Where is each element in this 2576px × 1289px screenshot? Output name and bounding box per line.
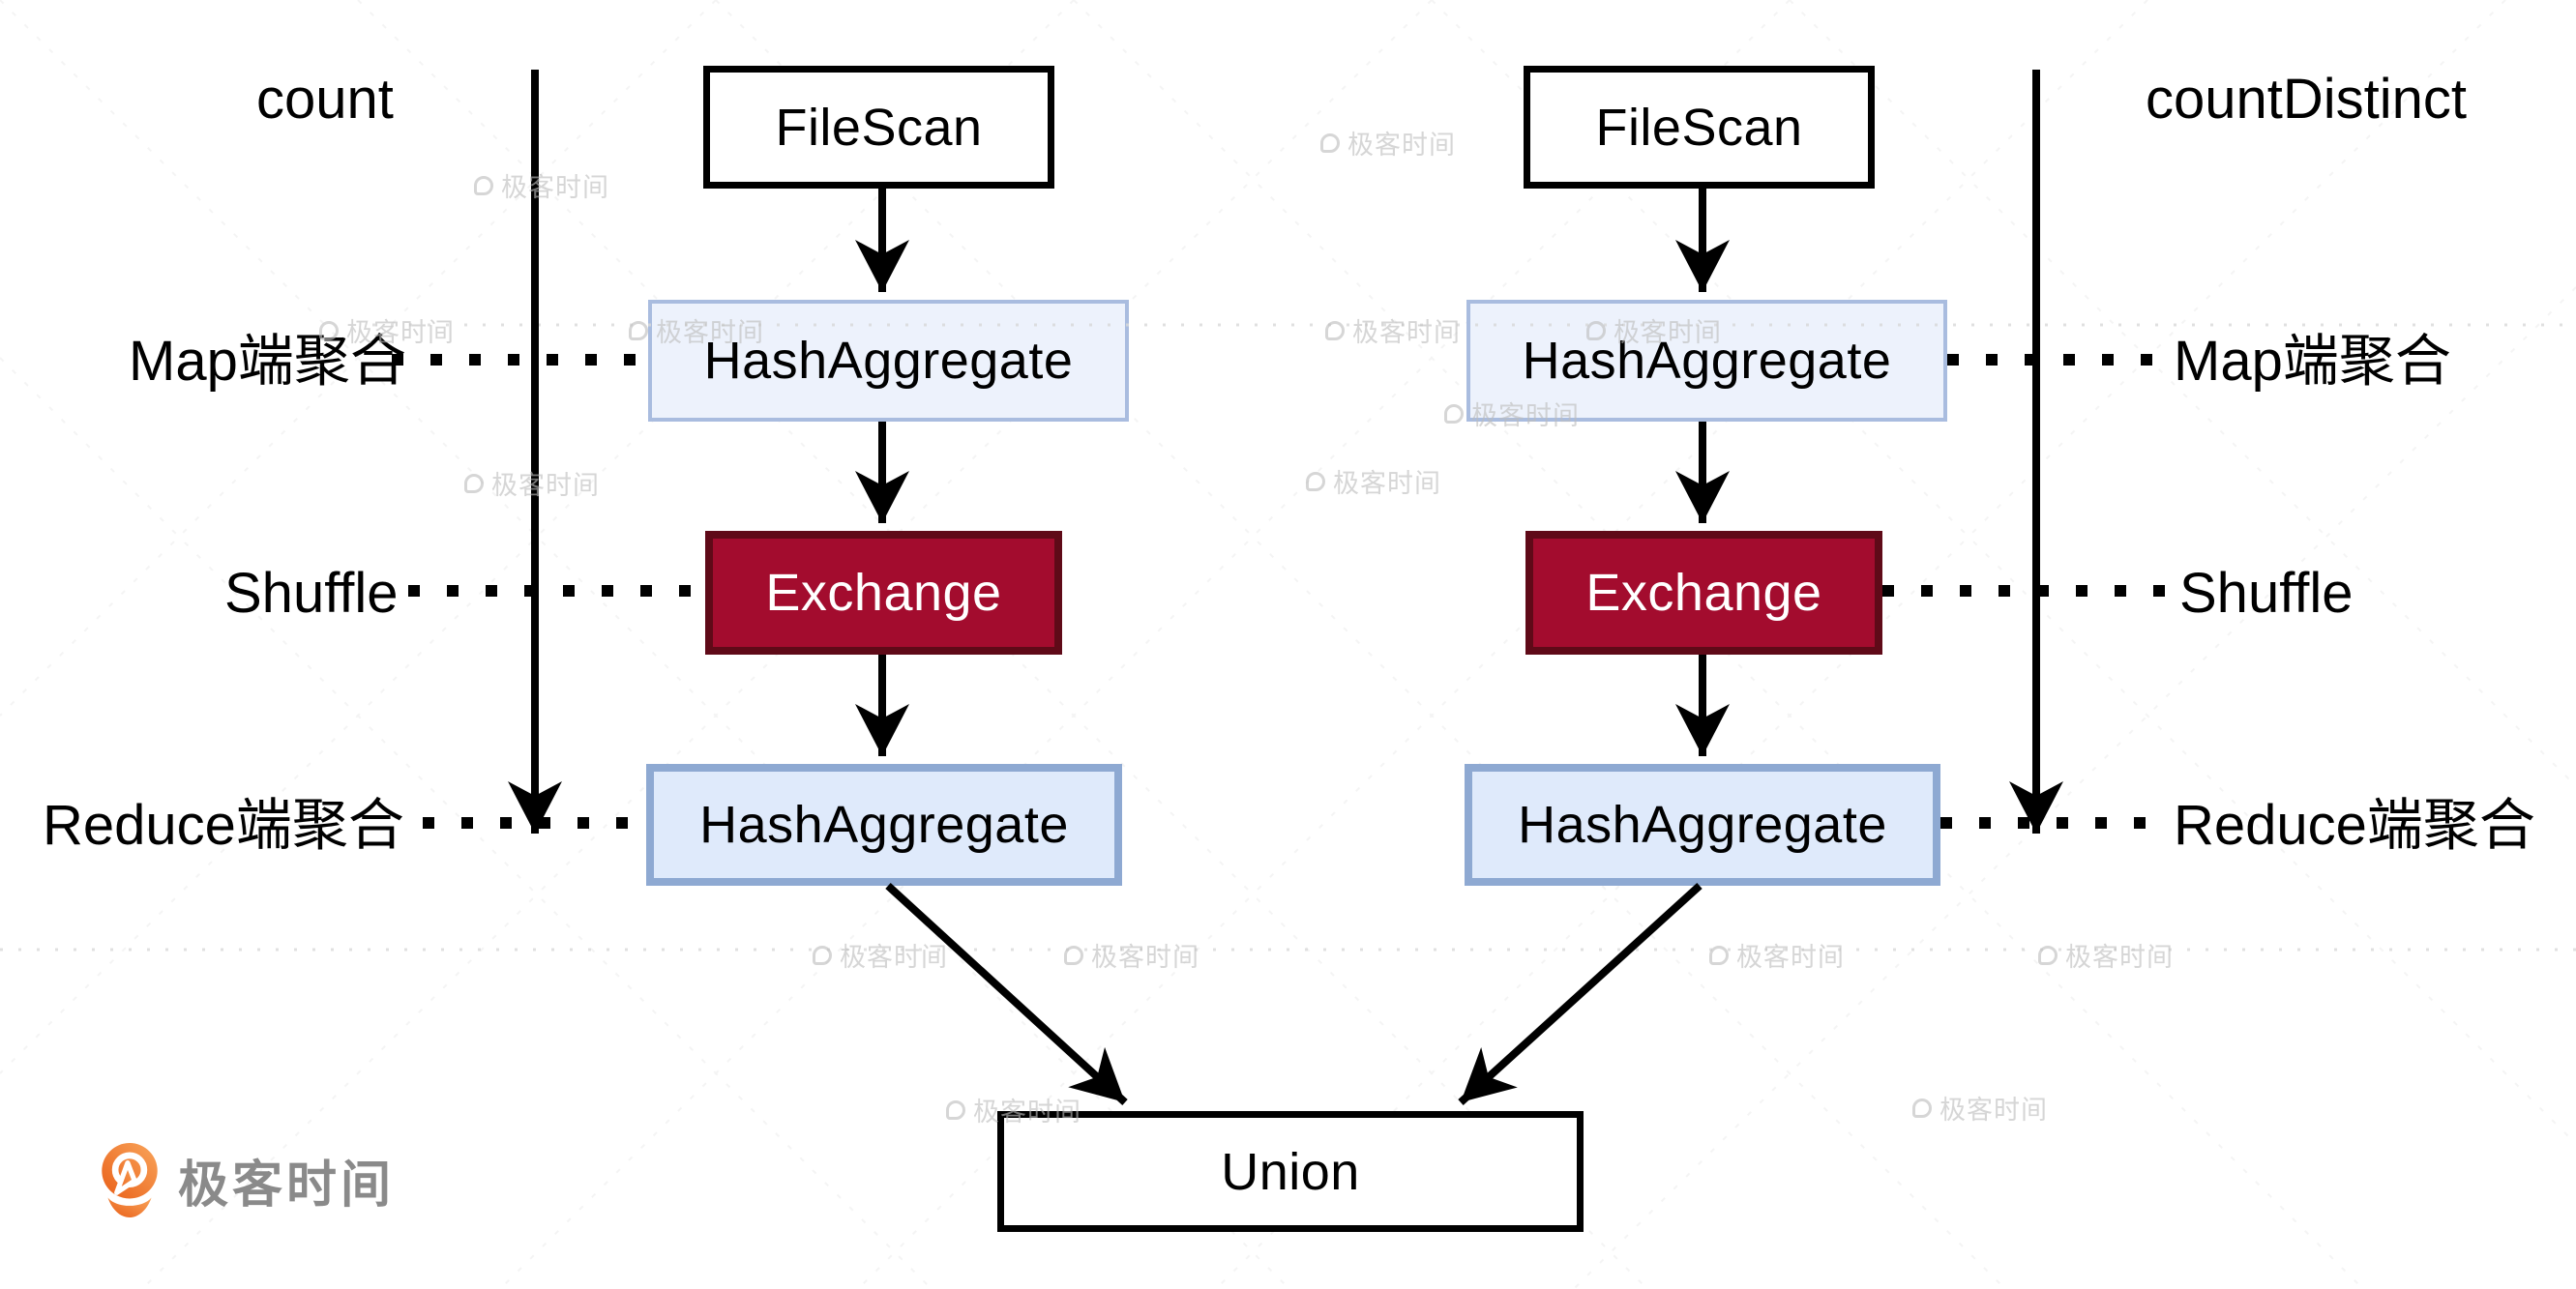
watermark-text: 极客时间	[2065, 943, 2174, 972]
watermark-text: 极客时间	[656, 318, 764, 347]
geektime-ring-icon	[946, 1099, 965, 1120]
watermark-stamp: 极客时间	[1064, 936, 1199, 974]
watermark-text: 极客时间	[501, 173, 609, 202]
geektime-ring-icon	[474, 175, 493, 195]
geektime-ring-icon	[1320, 132, 1340, 153]
watermark-text: 极客时间	[973, 1098, 1081, 1127]
geektime-logo-text: 极客时间	[178, 1157, 396, 1214]
geektime-ring-icon	[319, 320, 339, 340]
arrow-hashagg-to-union-left	[885, 883, 1128, 1105]
watermark-text: 极客时间	[1352, 318, 1461, 347]
watermark-stamp: 极客时间	[1320, 124, 1456, 161]
geektime-ring-icon	[1709, 945, 1729, 965]
stage-label-map-right: Map端聚合	[2174, 330, 2451, 393]
geektime-logo: 极客时间	[97, 1141, 395, 1218]
watermark-text: 极客时间	[1471, 401, 1580, 430]
geektime-ring-icon	[464, 473, 484, 493]
watermark-stamp: 极客时间	[319, 311, 455, 349]
watermark-stamp: 极客时间	[1444, 395, 1580, 432]
watermark-stamp: 极客时间	[464, 464, 600, 502]
geektime-ring-icon	[1325, 320, 1345, 340]
watermark-text: 极客时间	[1939, 1096, 2048, 1125]
watermark-stamp: 极客时间	[1325, 311, 1461, 349]
watermark-text: 极客时间	[346, 318, 455, 347]
geektime-ring-icon	[813, 945, 832, 965]
geektime-ring-icon	[629, 320, 648, 340]
geektime-ring-icon	[2038, 945, 2058, 965]
watermark-text: 极客时间	[491, 471, 600, 500]
node-exchange-right: Exchange	[1525, 531, 1882, 655]
watermark-stamp: 极客时间	[474, 166, 609, 204]
geektime-ring-icon	[1306, 471, 1325, 491]
geektime-ring-icon	[1064, 945, 1083, 965]
watermark-stamp: 极客时间	[1912, 1089, 2048, 1127]
node-filescan-right: FileScan	[1524, 66, 1875, 189]
geektime-logo-icon	[102, 1143, 158, 1217]
watermark-text: 极客时间	[1091, 943, 1199, 972]
lane-label-count: count	[256, 68, 394, 131]
geektime-ring-icon	[1586, 320, 1606, 340]
watermark-stamp: 极客时间	[1306, 462, 1441, 500]
watermark-stamp: 极客时间	[629, 311, 764, 349]
node-hashaggregate-map-right: HashAggregate	[1466, 300, 1947, 422]
geektime-ring-icon	[1912, 1098, 1932, 1118]
geektime-ring-icon	[1444, 403, 1464, 424]
lane-label-count-distinct: countDistinct	[2146, 68, 2468, 131]
node-filescan-left: FileScan	[703, 66, 1054, 189]
watermark-stamp: 极客时间	[813, 936, 948, 974]
stage-label-map-left: Map端聚合	[129, 330, 406, 393]
watermark-text: 极客时间	[840, 943, 948, 972]
node-hashaggregate-reduce-right: HashAggregate	[1465, 764, 1940, 886]
stage-label-shuffle-right: Shuffle	[2179, 562, 2354, 625]
node-union: Union	[997, 1111, 1584, 1232]
stage-label-reduce-right: Reduce端聚合	[2174, 794, 2535, 857]
watermark-text: 极客时间	[1333, 469, 1441, 498]
node-hashaggregate-reduce-left: HashAggregate	[646, 764, 1122, 886]
node-exchange-left: Exchange	[705, 531, 1062, 655]
watermark-stamp: 极客时间	[1586, 311, 1722, 349]
watermark-stamp: 极客时间	[946, 1091, 1081, 1128]
watermark-text: 极客时间	[1614, 318, 1722, 347]
node-hashaggregate-map-left: HashAggregate	[648, 300, 1129, 422]
stage-label-reduce-left: Reduce端聚合	[43, 794, 404, 857]
watermark-text: 极客时间	[1736, 943, 1845, 972]
arrow-hashagg-to-union-right	[1458, 883, 1703, 1105]
watermark-stamp: 极客时间	[1709, 936, 1845, 974]
stage-label-shuffle-left: Shuffle	[224, 562, 399, 625]
watermark-text: 极客时间	[1347, 131, 1456, 160]
watermark-stamp: 极客时间	[2038, 936, 2174, 974]
